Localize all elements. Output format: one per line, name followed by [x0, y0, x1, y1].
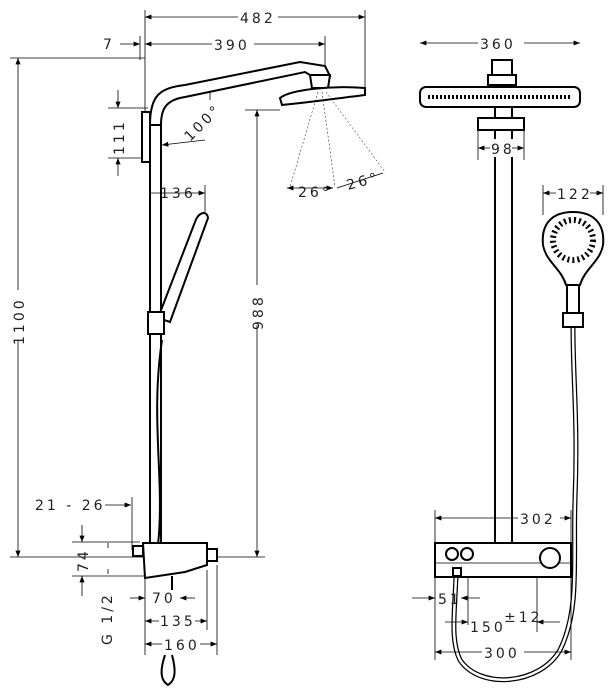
dim-spray-angle-right: 26°: [345, 170, 382, 194]
dim-mixer-width: 302: [520, 512, 556, 528]
head-connector: [491, 59, 513, 76]
head-joint: [308, 74, 332, 89]
hand-shower-holder-front: [562, 312, 584, 328]
dim-head-height: 988: [251, 294, 267, 330]
dim-center-distance: 150: [470, 620, 506, 636]
function-button-2: [460, 547, 474, 561]
dim-wall-distance: 21 - 26: [35, 498, 106, 514]
dim-wall-offset: 7: [103, 37, 115, 53]
dim-outlet-offset: 51: [438, 592, 462, 608]
dim-arm-projection: 390: [214, 38, 250, 54]
dim-handshower-diameter: 122: [557, 187, 593, 203]
connection-thread: G 1/2: [100, 592, 116, 645]
dim-total-depth: 160: [164, 638, 200, 654]
hose-rail-side: [156, 339, 163, 546]
outlet-connector: [452, 567, 462, 577]
hose-side: [160, 654, 176, 687]
dim-head-diameter: 360: [480, 37, 516, 53]
dim-mixer-height: 74: [76, 548, 92, 572]
dim-mixer-depth: 135: [160, 614, 196, 630]
hand-shower-front: [541, 210, 605, 286]
dim-overall-width: 482: [240, 11, 276, 27]
dim-bracket-height: 111: [112, 119, 128, 155]
hand-shower-holder: [147, 311, 165, 335]
shower-rail-front: [494, 106, 513, 546]
hand-shower-side: [156, 212, 210, 324]
front-view: 360 98 122 302 51: [412, 35, 605, 683]
side-view: 482 7 390 1100 111 100° 26° 26° 9: [9, 9, 386, 687]
dim-head-mount: 98: [491, 142, 515, 158]
dim-outlet-depth: 70: [152, 591, 176, 607]
dim-handshower-offset: 136: [160, 186, 196, 202]
dim-arm-angle: 100°: [182, 101, 226, 145]
function-button-1: [445, 547, 459, 561]
temperature-knob: [539, 547, 561, 569]
dim-tolerance: ±12: [504, 610, 543, 626]
dim-overall-height: 1100: [12, 297, 28, 345]
head-mount: [477, 117, 525, 131]
thermostat-side: [141, 542, 208, 580]
dim-spray-angle-left: 26°: [298, 185, 332, 201]
wall-bracket-top: [141, 111, 151, 163]
dim-connection-width: 300: [484, 646, 520, 662]
